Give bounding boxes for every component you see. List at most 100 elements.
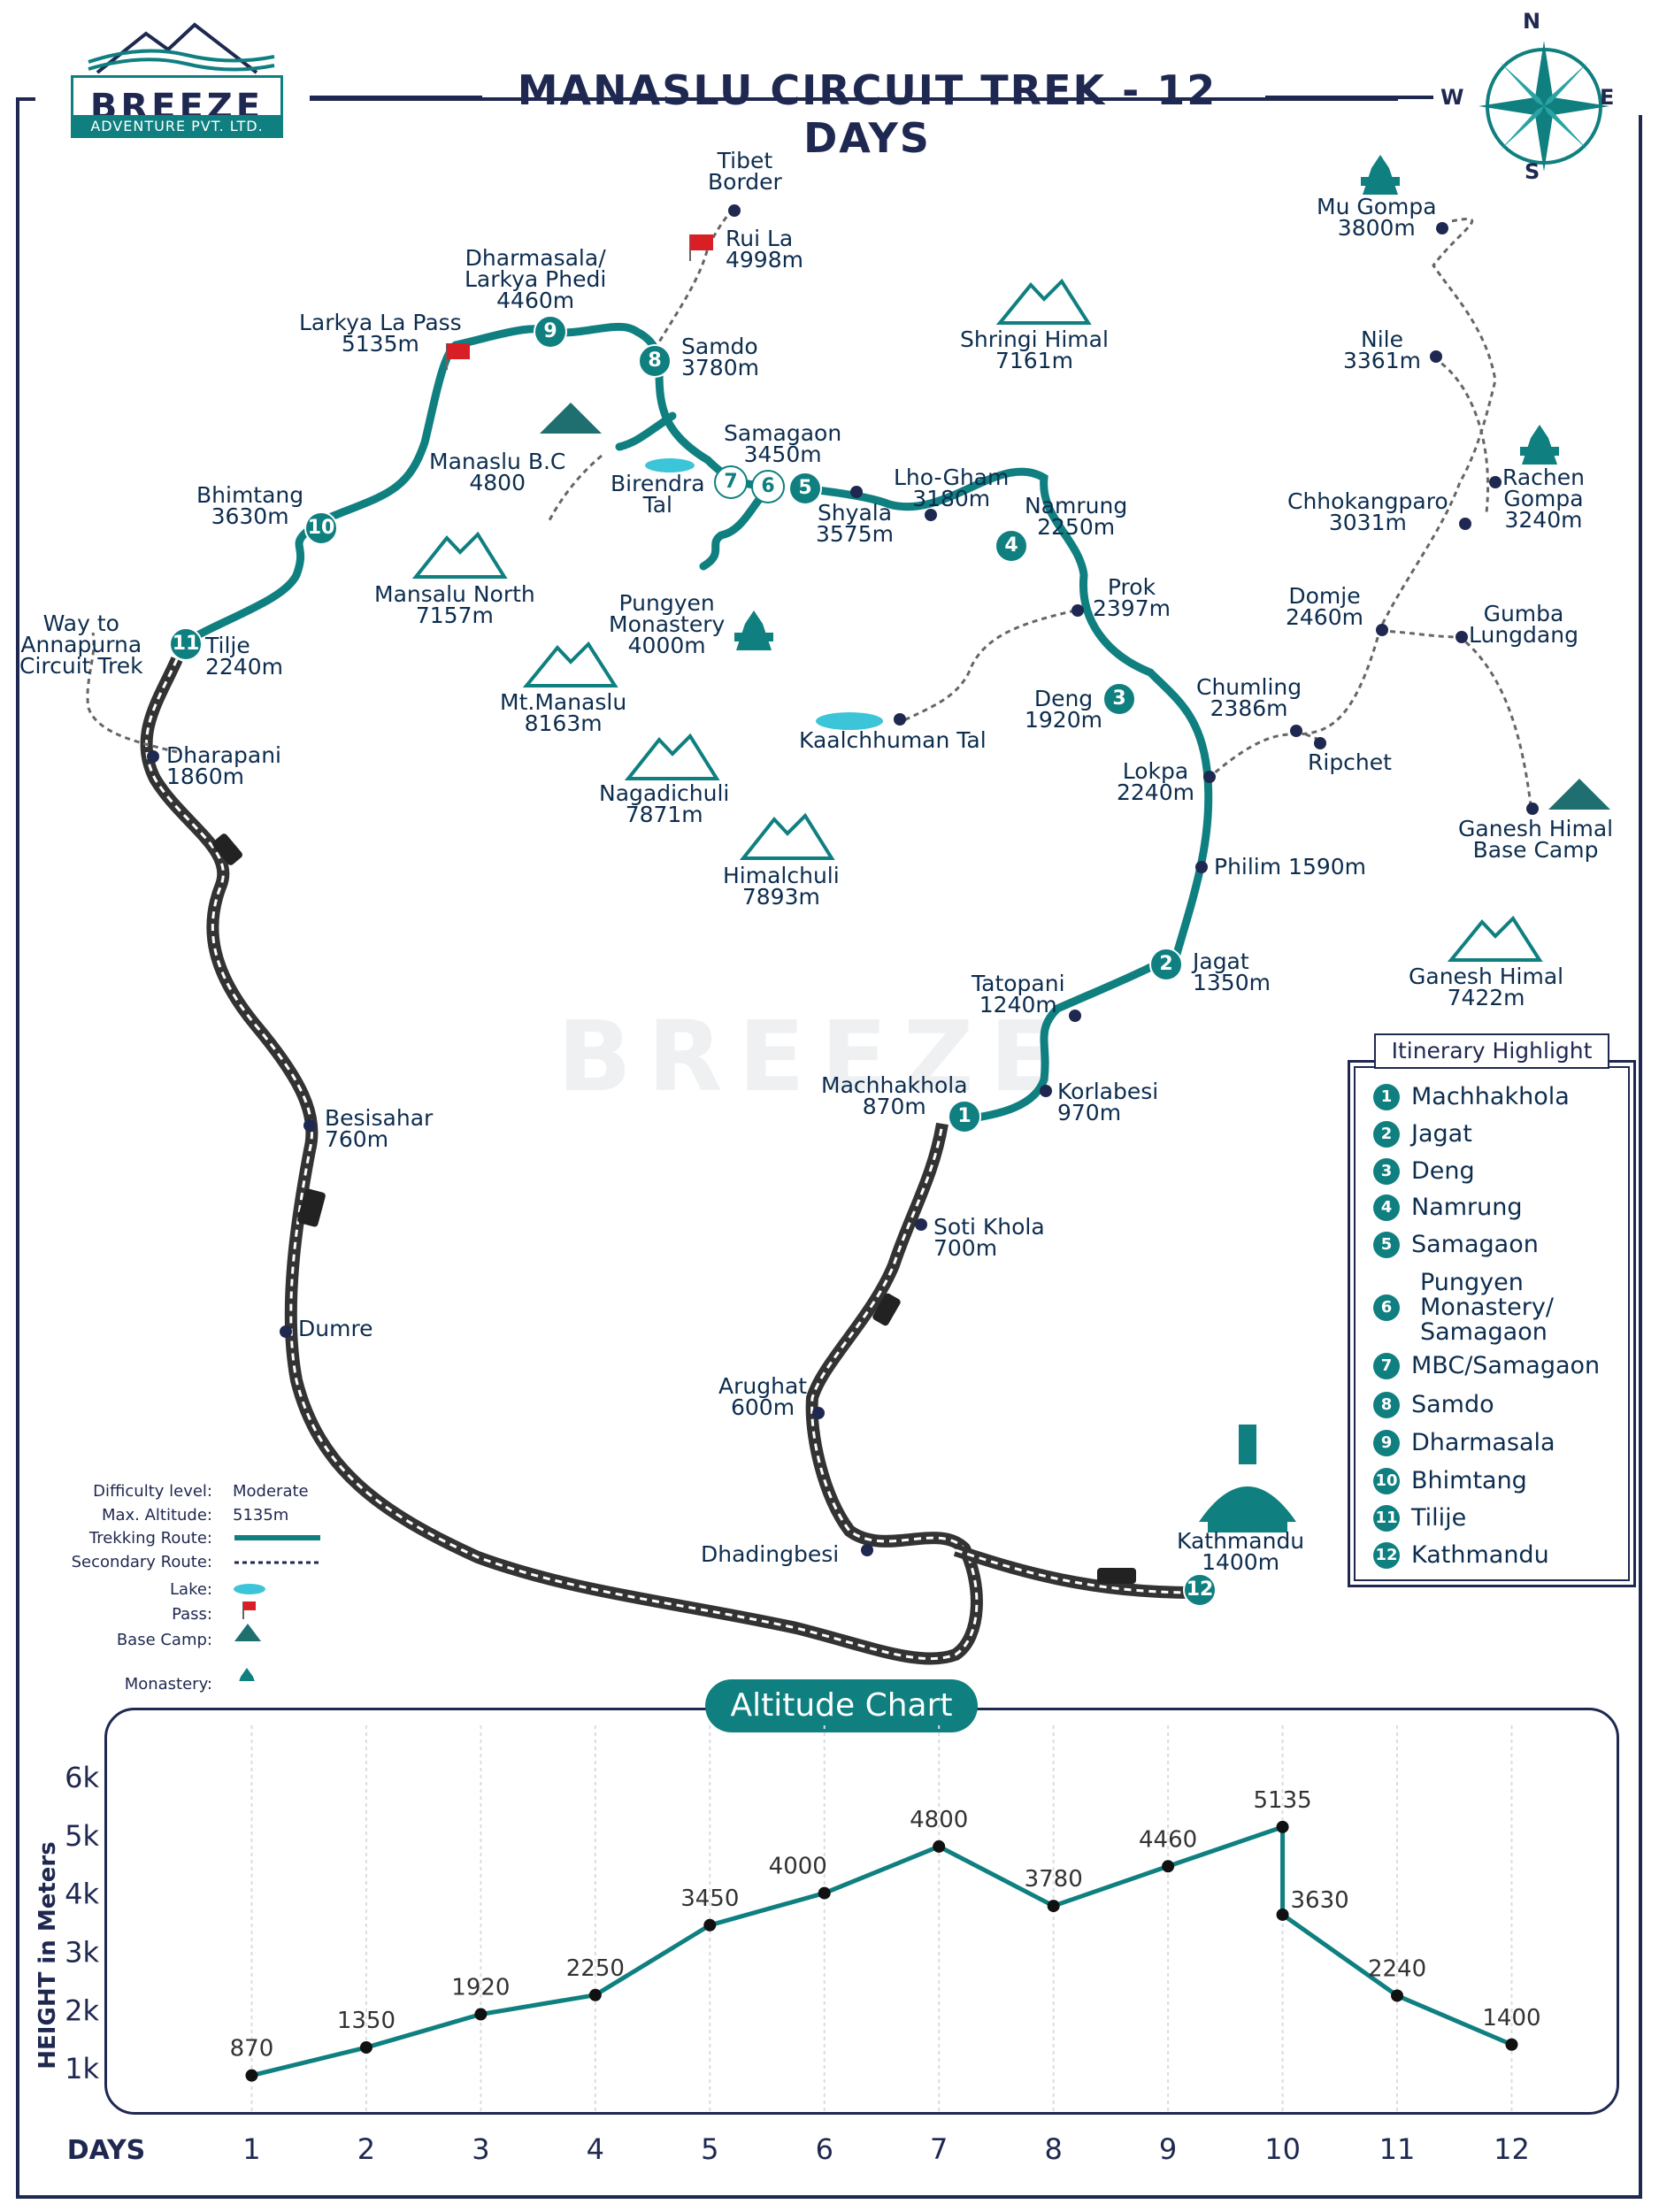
label-rachen-gompa: Rachen Gompa 3240m [1502, 465, 1585, 533]
label-rui-la: Rui La 4998m [726, 226, 803, 273]
itinerary-number: 9 [1373, 1430, 1400, 1456]
label-tatopani: Tatopani 1240m [972, 971, 1065, 1018]
mountain-icon [1447, 915, 1543, 962]
itinerary-number: 8 [1373, 1392, 1400, 1418]
label-mansalu-north: Mansalu North 7157m [374, 581, 535, 628]
label-nile: Nile 3361m [1343, 326, 1421, 373]
label-bhimtang: Bhimtang 3630m [196, 482, 304, 529]
label-ripchet: Ripchet [1308, 749, 1392, 775]
jeep-icon [212, 833, 242, 865]
legend-trekking-label: Trekking Route: [88, 1529, 212, 1548]
label-namrung: Namrung 2250m [1025, 493, 1128, 540]
stop-marker-5: 5 [788, 472, 822, 505]
stop-marker-10: 10 [304, 511, 338, 545]
label-machhakhola: Machhakhola 870m [821, 1072, 968, 1119]
label-arughat: Arughat 600m [718, 1373, 808, 1420]
mountain-icon [411, 531, 508, 579]
mountain-icon [522, 641, 618, 687]
label-besisahar: Besisahar 760m [325, 1105, 434, 1152]
stop-marker-1: 1 [948, 1100, 981, 1133]
itinerary-item: Pungyen Monastery/ Samagaon [1420, 1269, 1554, 1346]
stop-marker-11: 11 [169, 627, 203, 661]
label-tilje: Tilje 2240m [205, 633, 283, 680]
label-domje: Domje 2460m [1286, 583, 1363, 630]
stop-marker-8: 8 [638, 344, 672, 378]
jeep-icon [872, 1293, 901, 1326]
label-mu-gompa: Mu Gompa 3800m [1317, 194, 1437, 241]
compass-east: E [1600, 85, 1615, 110]
compass-south: S [1525, 159, 1540, 184]
legend-lake-icon [234, 1584, 265, 1594]
label-dhadingbesi: Dhadingbesi [701, 1541, 840, 1567]
itinerary-item: Samagaon [1411, 1231, 1539, 1258]
pass-flag-icon [689, 234, 713, 261]
compass-rose-icon [1479, 41, 1609, 172]
itinerary-number: 4 [1373, 1194, 1400, 1221]
label-deng: Deng 1920m [1025, 686, 1102, 733]
monastery-icon [1361, 155, 1400, 195]
itinerary-item: Kathmandu [1411, 1541, 1549, 1569]
label-himalchuli: Himalchuli 7893m [723, 863, 840, 910]
label-tibet-border: Tibet Border [708, 148, 782, 195]
legend-difficulty-label: Difficulty level: [93, 1482, 212, 1501]
itinerary-number: 5 [1373, 1232, 1400, 1258]
label-samagaon: Samagaon 3450m [724, 420, 842, 467]
lake-icon [645, 458, 695, 472]
stop-marker-3: 3 [1102, 682, 1136, 716]
itinerary-number: 10 [1373, 1468, 1400, 1494]
label-dharapani: Dharapani 1860m [166, 742, 281, 789]
label-kathmandu: Kathmandu 1400m [1177, 1528, 1305, 1575]
label-soti-khola: Soti Khola 700m [933, 1214, 1045, 1261]
label-lho-gham: Lho-Gham 3180m [894, 465, 1010, 511]
legend-difficulty-value: Moderate [233, 1482, 309, 1501]
label-shringi-himal: Shringi Himal 7161m [960, 326, 1109, 373]
base-camp-tent-icon [540, 403, 602, 434]
label-shyala: Shyala 3575m [816, 500, 894, 547]
stop-marker-4: 4 [995, 529, 1028, 563]
legend-pass-icon [242, 1601, 256, 1619]
label-chhokangparo: Chhokangparo 3031m [1287, 488, 1448, 535]
itinerary-number: 3 [1373, 1158, 1400, 1185]
itinerary-number: 11 [1373, 1505, 1400, 1532]
label-korlabesi: Korlabesi 970m [1057, 1079, 1159, 1125]
altitude-chart-title: Altitude Chart [705, 1679, 978, 1732]
label-pungyen: Pungyen Monastery 4000m [609, 590, 726, 658]
legend-pass-label: Pass: [172, 1605, 212, 1624]
label-manaslu-bc: Manaslu B.C 4800 [429, 449, 566, 495]
label-larkya-la: Larkya La Pass 5135m [299, 310, 462, 357]
legend-lake-label: Lake: [170, 1580, 212, 1599]
monastery-icon [239, 1668, 255, 1681]
label-kaalchhuman-tal: Kaalchhuman Tal [799, 727, 987, 753]
label-dumre: Dumre [298, 1316, 373, 1341]
road-routes [140, 657, 1195, 1665]
label-gumba-lungdang: Gumba Lungdang [1469, 601, 1578, 648]
label-ganesh-base-camp: Ganesh Himal Base Camp [1458, 816, 1614, 863]
base-camp-tent-icon [1548, 779, 1610, 810]
itinerary-item: Namrung [1411, 1194, 1523, 1221]
label-jagat: Jagat 1350m [1193, 949, 1271, 995]
legend-secondary-label: Secondary Route: [71, 1553, 212, 1571]
location-dots [147, 204, 1539, 1556]
jeep-icon [1097, 1568, 1136, 1584]
stop-marker-2: 2 [1149, 948, 1183, 981]
label-way-to-annapurna: Way to Annapurna Circuit Trek [19, 611, 143, 679]
stop-marker-9: 9 [534, 315, 567, 349]
legend-altitude-label: Max. Altitude: [101, 1506, 212, 1525]
bus-icon [297, 1188, 326, 1227]
stop-marker-6: 6 [751, 470, 785, 503]
watermark: BREEZE [557, 1000, 1072, 1113]
page-title: MANASLU CIRCUIT TREK - 12 DAYS [517, 66, 1217, 162]
trek-map [86, 155, 1610, 1681]
label-prok: Prok 2397m [1093, 574, 1171, 621]
compass [1425, 9, 1655, 186]
monastery-icon [1520, 425, 1559, 465]
label-nagadichuli: Nagadichuli 7871m [599, 780, 730, 827]
mountain-icon [624, 733, 720, 780]
logo-subtitle: ADVENTURE PVT. LTD. [71, 115, 283, 138]
stop-marker-12: 12 [1183, 1573, 1217, 1607]
mountain-icon [739, 812, 835, 860]
itinerary-number: 12 [1373, 1542, 1400, 1569]
label-birendra-tal: Birendra Tal [611, 471, 705, 518]
base-camp-tent-icon [234, 1624, 261, 1641]
